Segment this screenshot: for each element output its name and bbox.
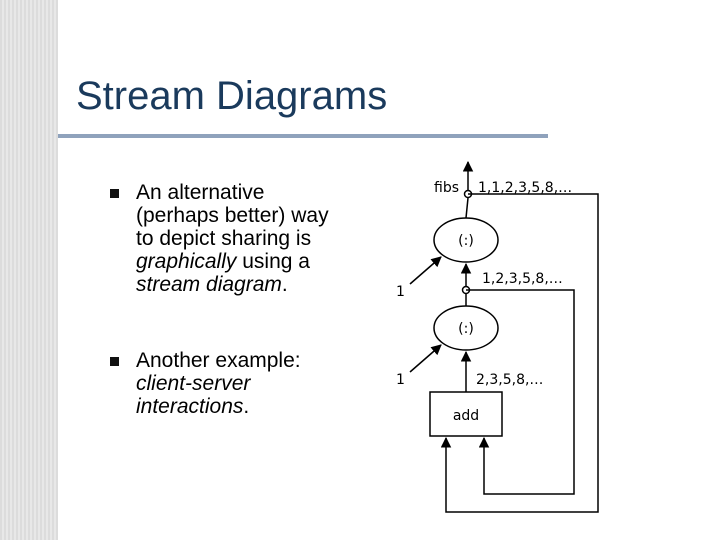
bullet-2-line-3: interactions.: [136, 395, 376, 418]
cons-bottom-node: [433, 305, 499, 351]
cons-bottom-input-left-label: 1: [396, 372, 405, 388]
cons-top-to-fibs-line: [465, 197, 469, 219]
cons-top-input-1-arrow: [409, 256, 442, 285]
bullet-2-emph-client-server: client-server: [136, 372, 251, 395]
bullet-1-line-4: graphically using a: [136, 250, 376, 273]
title-underline: [58, 134, 548, 138]
add-node: [429, 391, 503, 437]
cons-top-label: (:): [458, 233, 474, 249]
bullet-2-line-3-rest: .: [243, 395, 250, 418]
add-label: add: [453, 408, 479, 424]
cons-bottom-label: (:): [458, 321, 474, 337]
bullet-1-line-5: stream diagram.: [136, 273, 376, 296]
bullet-1-line-5-rest: .: [281, 273, 288, 296]
bullet-1-line-3: to depict sharing is: [136, 227, 312, 250]
decorative-side-strip: [0, 0, 58, 540]
slide-title: Stream Diagrams: [76, 74, 388, 118]
bullet-2-emph-interactions: interactions: [136, 395, 244, 418]
fibs-feedback-line: [440, 193, 599, 513]
bullet-square-icon: [110, 357, 119, 366]
bullet-1-text: An alternative (perhaps better) way to d…: [136, 181, 376, 296]
bullet-2-line-2: client-server: [136, 372, 376, 395]
bullet-square-icon: [110, 189, 119, 198]
bullet-1-line-4-rest: using a: [236, 250, 310, 273]
bullet-1-emph-graphically: graphically: [136, 250, 237, 273]
fibs-output-label: 1,1,2,3,5,8,…: [478, 180, 572, 196]
fibs-label: fibs: [434, 180, 459, 196]
middle-feedback-line: [466, 289, 575, 495]
bullet-2-line-1: Another example:: [136, 349, 301, 372]
bullet-1-line-2: (perhaps better) way: [136, 204, 329, 227]
cons-bottom-input-right-label: 2,3,5,8,…: [476, 372, 543, 388]
cons-top-input-left-label: 1: [396, 284, 405, 300]
cons-bottom-input-1-arrow: [409, 344, 442, 373]
bullet-1-line-1: An alternative: [136, 181, 265, 204]
cons-top-input-right-label: 1,2,3,5,8,…: [482, 271, 563, 287]
bullet-1-emph-stream-diagram: stream diagram: [136, 273, 282, 296]
bullet-2-text: Another example: client-server interacti…: [136, 349, 376, 418]
